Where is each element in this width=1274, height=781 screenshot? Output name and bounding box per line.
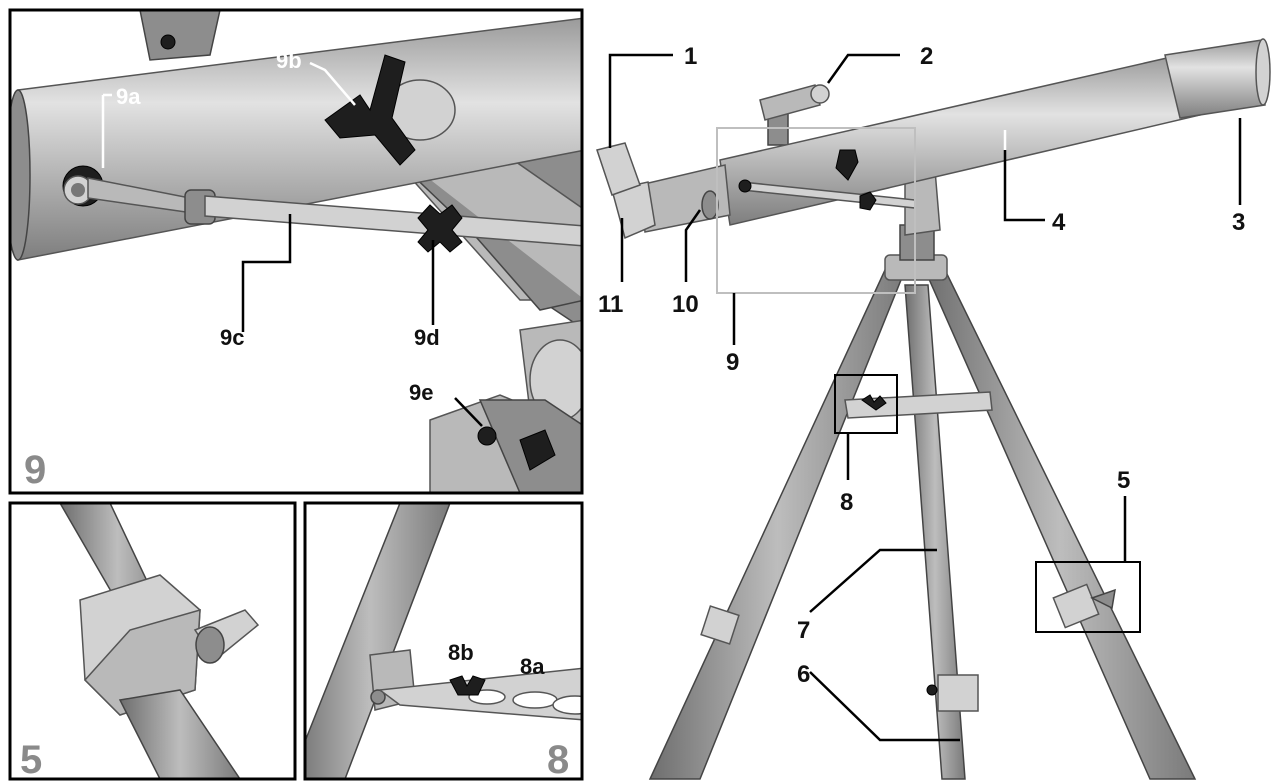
leader-1 bbox=[608, 53, 673, 148]
detail-panel-9-frame bbox=[8, 8, 584, 495]
label-9e: 9e bbox=[409, 380, 433, 405]
label-8: 8 bbox=[840, 489, 853, 516]
label-9: 9 bbox=[726, 349, 739, 376]
label-8a: 8a bbox=[520, 654, 545, 679]
leader-4 bbox=[1003, 150, 1045, 222]
tube-lock-knob-9b bbox=[324, 54, 416, 166]
label-9c: 9c bbox=[220, 325, 244, 350]
finder-scope bbox=[759, 84, 830, 146]
main-telescope-illustration bbox=[596, 38, 1271, 780]
label-4: 4 bbox=[1052, 209, 1066, 236]
eyepiece bbox=[596, 142, 641, 196]
main-tube bbox=[719, 54, 1201, 226]
label-7: 7 bbox=[797, 617, 810, 644]
label-9b: 9b bbox=[276, 48, 302, 73]
label-10: 10 bbox=[672, 291, 699, 318]
detail-panel-5-frame bbox=[8, 501, 297, 781]
leader-2 bbox=[826, 53, 900, 84]
detail-panel-5: 5 bbox=[8, 501, 297, 781]
label-3: 3 bbox=[1232, 209, 1245, 236]
panel-number-9: 9 bbox=[24, 448, 46, 492]
panel-number-8: 8 bbox=[547, 738, 569, 781]
leader-10 bbox=[684, 209, 702, 282]
tripod-leg-left bbox=[648, 269, 907, 780]
callout-box-9 bbox=[716, 127, 916, 294]
leader-6 bbox=[809, 671, 960, 742]
detail-panel-8-frame bbox=[303, 501, 584, 781]
label-2: 2 bbox=[920, 43, 933, 70]
rod-lock-knob-9d bbox=[417, 204, 463, 253]
dew-shield bbox=[1164, 39, 1266, 119]
callout-box-8 bbox=[834, 374, 898, 434]
leader-7 bbox=[809, 548, 937, 613]
label-1: 1 bbox=[684, 43, 697, 70]
detail-panel-8: 8 8b 8a bbox=[303, 501, 584, 781]
label-6: 6 bbox=[797, 661, 810, 688]
label-5: 5 bbox=[1117, 467, 1130, 494]
panel-number-5: 5 bbox=[20, 738, 42, 781]
detail-panel-9: 9 9a 9b 9c 9d 9e bbox=[8, 8, 584, 495]
label-8b: 8b bbox=[448, 640, 474, 665]
label-9d: 9d bbox=[414, 325, 440, 350]
label-11: 11 bbox=[598, 291, 623, 318]
callout-box-5 bbox=[1035, 561, 1141, 633]
label-9a: 9a bbox=[116, 84, 141, 109]
